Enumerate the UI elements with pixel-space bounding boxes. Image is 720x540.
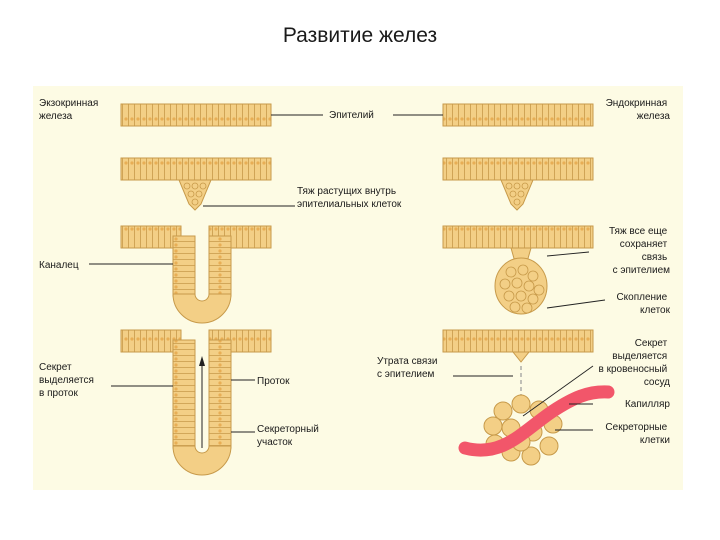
label-secretion-vessel: Секрет выделяется в кровеносный сосуд [598, 338, 670, 388]
label-epithelium: Эпителий [329, 110, 374, 121]
label-canal: Каналец [39, 260, 79, 271]
canal-left [120, 225, 272, 324]
label-secretion-duct: Секрет выделяется в проток [39, 362, 97, 399]
diagram-panel [33, 86, 683, 490]
label-cord-growing: Тяж растущих внутрь эпителиальных клеток [297, 186, 402, 210]
label-duct: Проток [257, 376, 290, 387]
epithelium-strip-left [120, 103, 272, 127]
label-loss-connection: Утрата связи с эпителием [377, 356, 440, 380]
duct-gland-left [120, 329, 272, 476]
connected-cord-right [442, 225, 594, 315]
endocrine-gland-right [442, 329, 615, 466]
label-cord-still: Тяж все еще сохраняет связь с эпителием [609, 226, 670, 276]
label-endocrine: Эндокринная железа [606, 98, 671, 122]
growing-cord-left [120, 157, 272, 211]
capillary-vessel [458, 385, 615, 457]
gland-development-diagram: Экзокринная железа Эндокринная железа Эп… [33, 86, 683, 490]
label-capillary: Капилляр [625, 399, 670, 410]
epithelium-strip-right [442, 103, 594, 127]
label-secretory-part: Секреторный участок [257, 424, 322, 448]
page-title: Развитие желез [282, 24, 438, 47]
label-exocrine: Экзокринная железа [39, 98, 101, 122]
growing-cord-right [442, 157, 594, 211]
label-cluster: Скопление клеток [616, 292, 670, 316]
label-secretory-cells: Секреторные клетки [605, 422, 670, 446]
pointer-lines [89, 114, 606, 433]
